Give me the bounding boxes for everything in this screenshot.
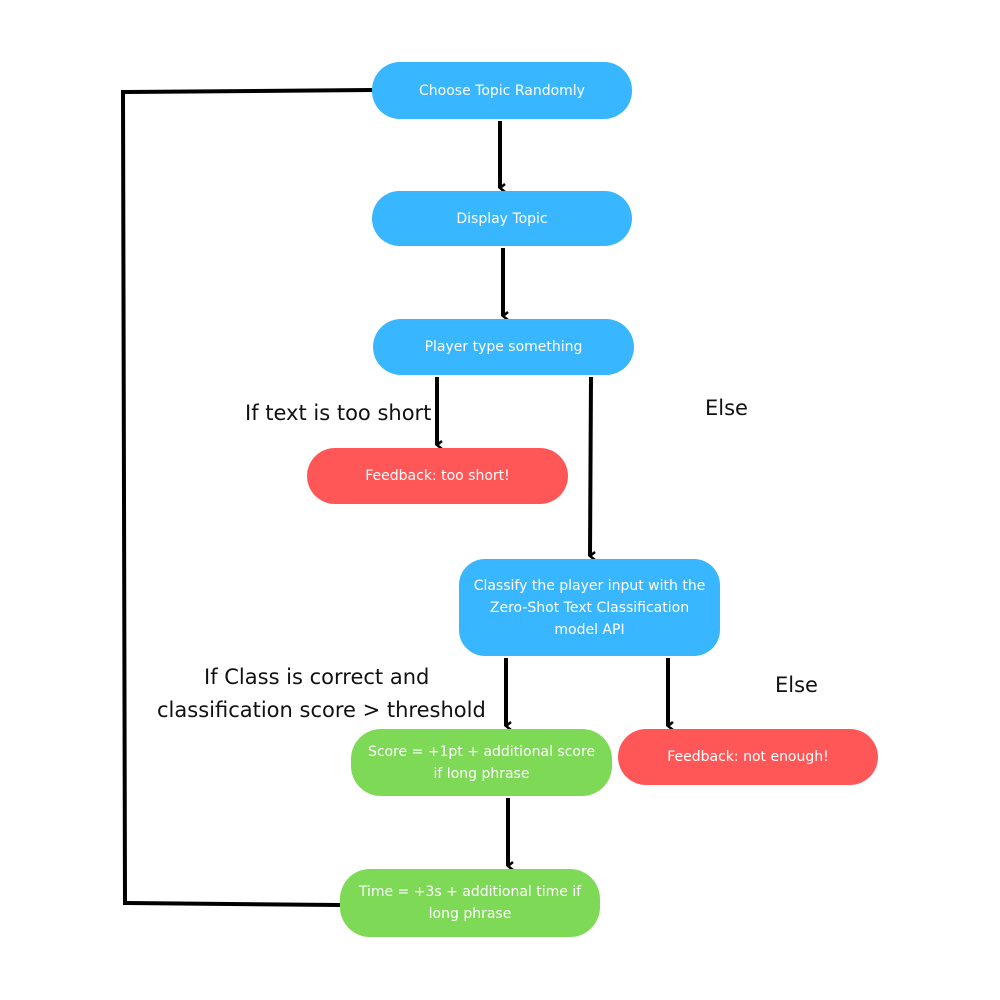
feedback-too-short-node: Feedback: too short! — [307, 448, 568, 504]
feedback-not-enough-label: Feedback: not enough! — [667, 749, 829, 765]
classify-node: Classify the player input with the Zero-… — [459, 559, 720, 656]
display-topic-label: Display Topic — [456, 210, 548, 227]
class-correct-condition-line1: If Class is correct and — [204, 665, 430, 689]
else-label-1: Else — [705, 396, 748, 420]
else-label-2: Else — [775, 673, 818, 697]
feedback-too-short-label: Feedback: too short! — [365, 468, 510, 484]
too-short-condition-label: If text is too short — [245, 401, 432, 425]
arrow-player-to-classify — [587, 376, 596, 561]
score-node: Score = +1pt + additional score if long … — [351, 729, 612, 796]
player-type-node: Player type something — [373, 319, 634, 375]
loop-back-connector — [120, 88, 373, 907]
player-type-label: Player type something — [424, 339, 583, 355]
score-label: Score = +1pt + additional score if long … — [367, 743, 596, 782]
class-correct-condition-line2: classification score > threshold — [157, 698, 486, 722]
display-topic-node: Display Topic — [372, 191, 632, 246]
feedback-not-enough-node: Feedback: not enough! — [618, 729, 878, 785]
time-node: Time = +3s + additional time if long phr… — [340, 869, 600, 937]
choose-topic-node: Choose Topic Randomly — [372, 62, 632, 119]
choose-topic-label: Choose Topic Randomly — [419, 82, 585, 99]
classify-label: Classify the player input with the Zero-… — [473, 577, 706, 638]
time-label: Time = +3s + additional time if long phr… — [358, 884, 582, 922]
